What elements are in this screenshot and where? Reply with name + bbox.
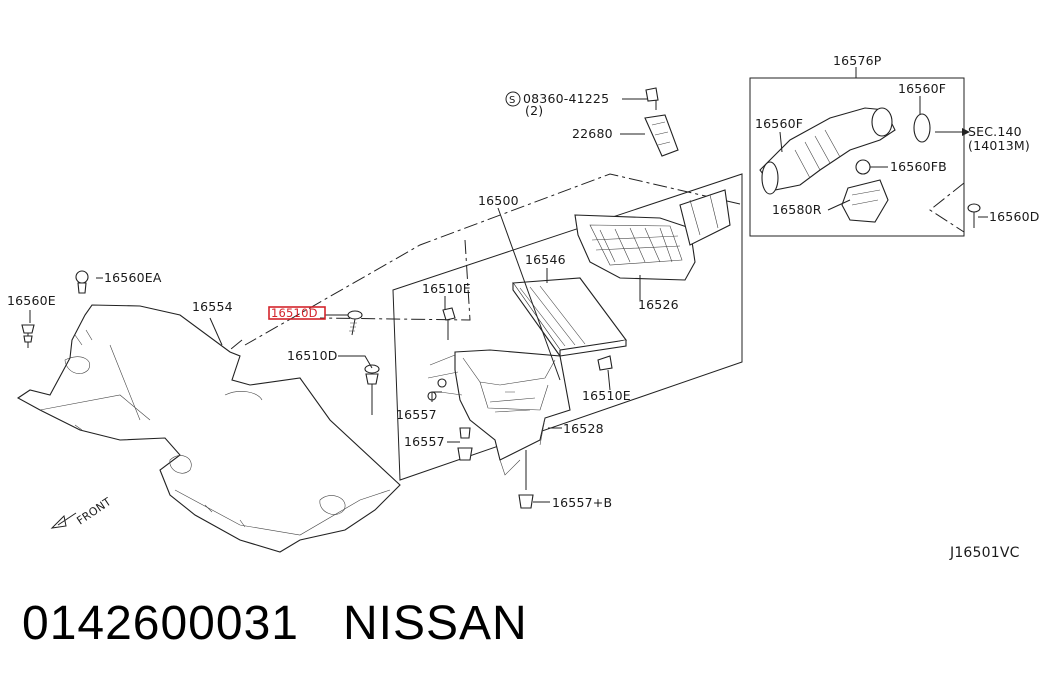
front-arrow xyxy=(50,512,77,529)
label-16546: 16546 xyxy=(525,252,566,267)
label-16510E-right: 16510E xyxy=(582,388,631,403)
label-sec140-ref: (14013M) xyxy=(968,138,1030,153)
filter-element-16546 xyxy=(511,277,627,358)
label-16557B: 16557+B xyxy=(552,495,612,510)
clamp-16510E-right xyxy=(597,355,613,371)
upper-cover-16526 xyxy=(574,189,731,281)
label-16560F-left: 16560F xyxy=(755,116,803,131)
grommet-16557B xyxy=(518,450,534,509)
resonator-16580R xyxy=(841,179,889,223)
label-16560F-top: 16560F xyxy=(898,81,946,96)
label-drawing-code: J16501VC xyxy=(949,545,1020,561)
label-16557-a: 16557 xyxy=(396,407,437,422)
clamp-16560FB xyxy=(855,159,871,175)
label-16560FB: 16560FB xyxy=(890,159,947,174)
label-16560D-right: 16560D xyxy=(989,209,1040,224)
under-cover-16554 xyxy=(16,304,401,553)
label-16576P: 16576P xyxy=(833,53,882,68)
leader-dash-line xyxy=(244,173,741,346)
sec-arrow-head xyxy=(962,128,970,136)
label-16560EA: 16560EA xyxy=(104,270,162,285)
duct-assembly-box xyxy=(749,77,965,237)
leader-dash-line-4 xyxy=(929,182,965,233)
label-screw-symbol: S xyxy=(509,95,516,106)
clamp-16560F xyxy=(913,113,931,143)
grommet-16557 xyxy=(427,378,473,461)
bolt-16510D-highlighted xyxy=(347,310,363,336)
label-16557-b: 16557 xyxy=(404,434,445,449)
screw-symbol-circle xyxy=(505,91,521,107)
sensor-22680 xyxy=(644,87,679,157)
label-16510E-top: 16510E xyxy=(422,281,471,296)
clip-16560EA xyxy=(75,270,89,294)
caption: 0142600031 NISSAN xyxy=(22,596,528,651)
label-sec140: SEC.140 xyxy=(968,124,1022,139)
clamp-16510E-top xyxy=(442,307,456,340)
label-16560E: 16560E xyxy=(7,293,56,308)
inlet-duct-16576P xyxy=(759,107,896,195)
label-08360-qty: (2) xyxy=(525,103,543,118)
label-16526: 16526 xyxy=(638,297,679,312)
caption-brand: NISSAN xyxy=(342,597,528,650)
bolt-16510D xyxy=(364,364,380,415)
leader-dash-line-3 xyxy=(319,239,471,321)
label-08360-41225: 08360-41225 xyxy=(523,91,609,106)
bolt-16560D xyxy=(967,203,981,228)
label-16510D-highlighted: 16510D xyxy=(271,306,318,320)
label-16580R: 16580R xyxy=(772,202,822,217)
label-front: FRONT xyxy=(74,495,113,527)
air-cleaner-assembly-box xyxy=(392,173,743,481)
caption-part-number: 0142600031 xyxy=(22,597,299,650)
label-16528: 16528 xyxy=(563,421,604,436)
clip-16560E xyxy=(21,324,35,348)
label-16510D: 16510D xyxy=(287,348,338,363)
highlight-box-16510D xyxy=(268,306,326,320)
leader-lines xyxy=(29,67,988,503)
label-16500: 16500 xyxy=(478,193,519,208)
lower-case-16528 xyxy=(427,349,571,476)
label-16554: 16554 xyxy=(192,299,233,314)
label-22680: 22680 xyxy=(572,126,613,141)
